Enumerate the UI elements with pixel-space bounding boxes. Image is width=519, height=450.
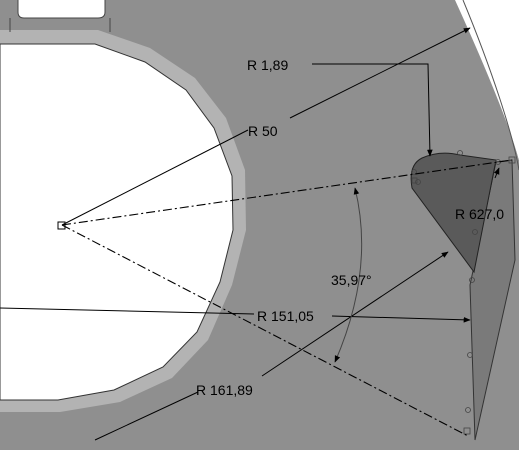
center-point	[57, 221, 66, 230]
angle-arc	[334, 187, 363, 363]
leader-r-inner	[61, 129, 249, 226]
dim-r-mid[interactable]: R 151,05	[257, 308, 314, 324]
tooth-profile	[410, 152, 497, 274]
dim-r-outer[interactable]: R 161,89	[196, 382, 253, 398]
outer-circle-edge	[462, 0, 519, 171]
centerline-upper	[61, 159, 513, 226]
dim-r-fillet[interactable]: R 1,89	[247, 57, 288, 73]
keyway-tab	[17, 0, 106, 19]
leader-r-large	[494, 167, 500, 179]
leader-r-inner-ext	[289, 27, 471, 119]
keyway-slot	[9, 18, 111, 32]
leader-r-outer	[94, 391, 199, 441]
leader-r-fillet	[312, 63, 433, 157]
leader-r-mid-left	[0, 307, 255, 315]
outer-background	[463, 0, 519, 160]
dim-r-large[interactable]: R 627,0	[455, 206, 504, 222]
inner-hole	[0, 43, 234, 401]
dim-angle[interactable]: 35,97°	[331, 272, 372, 288]
dim-r-inner[interactable]: R 50	[248, 123, 278, 139]
centerline-lower	[61, 224, 469, 437]
